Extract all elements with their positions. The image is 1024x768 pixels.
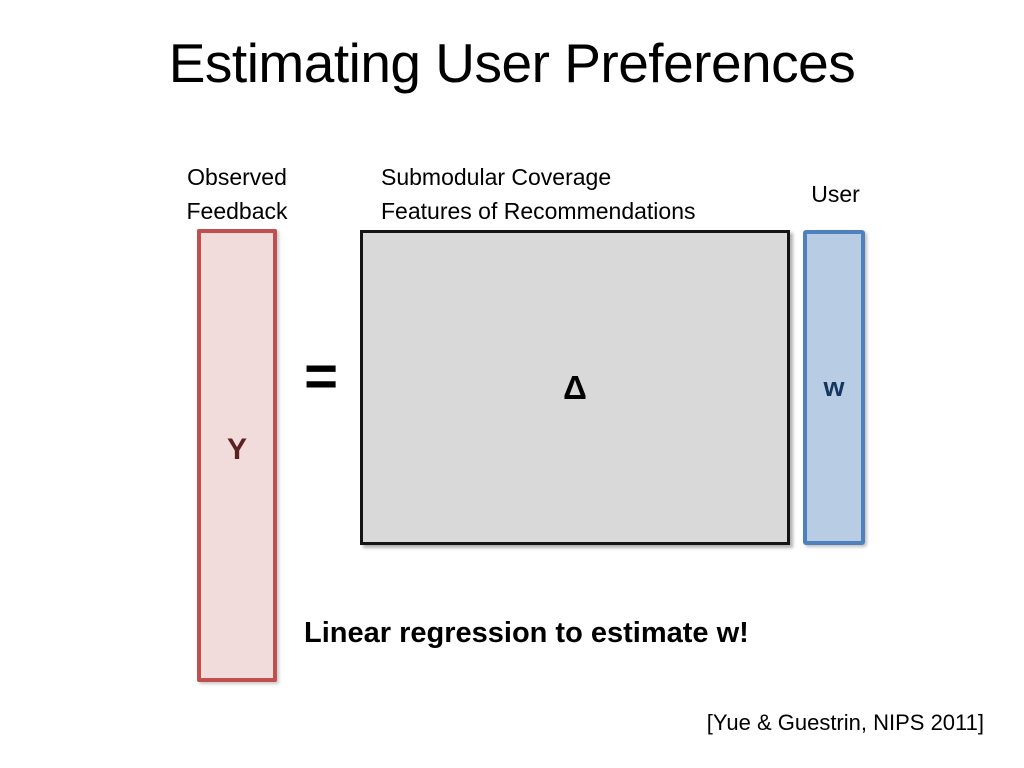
vector-w-symbol: w <box>823 372 845 402</box>
label-submodular-coverage-features: Submodular Coverage Features of Recommen… <box>381 164 696 224</box>
matrix-delta-symbol: Δ <box>563 368 587 406</box>
label-user: User <box>811 181 860 207</box>
citation-text: [Yue & Guestrin, NIPS 2011] <box>706 710 984 735</box>
observed-feedback-vector: Y <box>197 229 277 682</box>
equals-operator: = <box>304 344 338 409</box>
vector-y-symbol: Y <box>226 433 247 466</box>
label-observed-feedback: Observed Feedback <box>186 164 288 224</box>
caption-text: Linear regression to estimate w! <box>304 617 749 649</box>
page-title: Estimating User Preferences <box>168 32 856 94</box>
feature-matrix: Δ <box>360 230 790 545</box>
user-weight-vector: w <box>803 230 865 545</box>
